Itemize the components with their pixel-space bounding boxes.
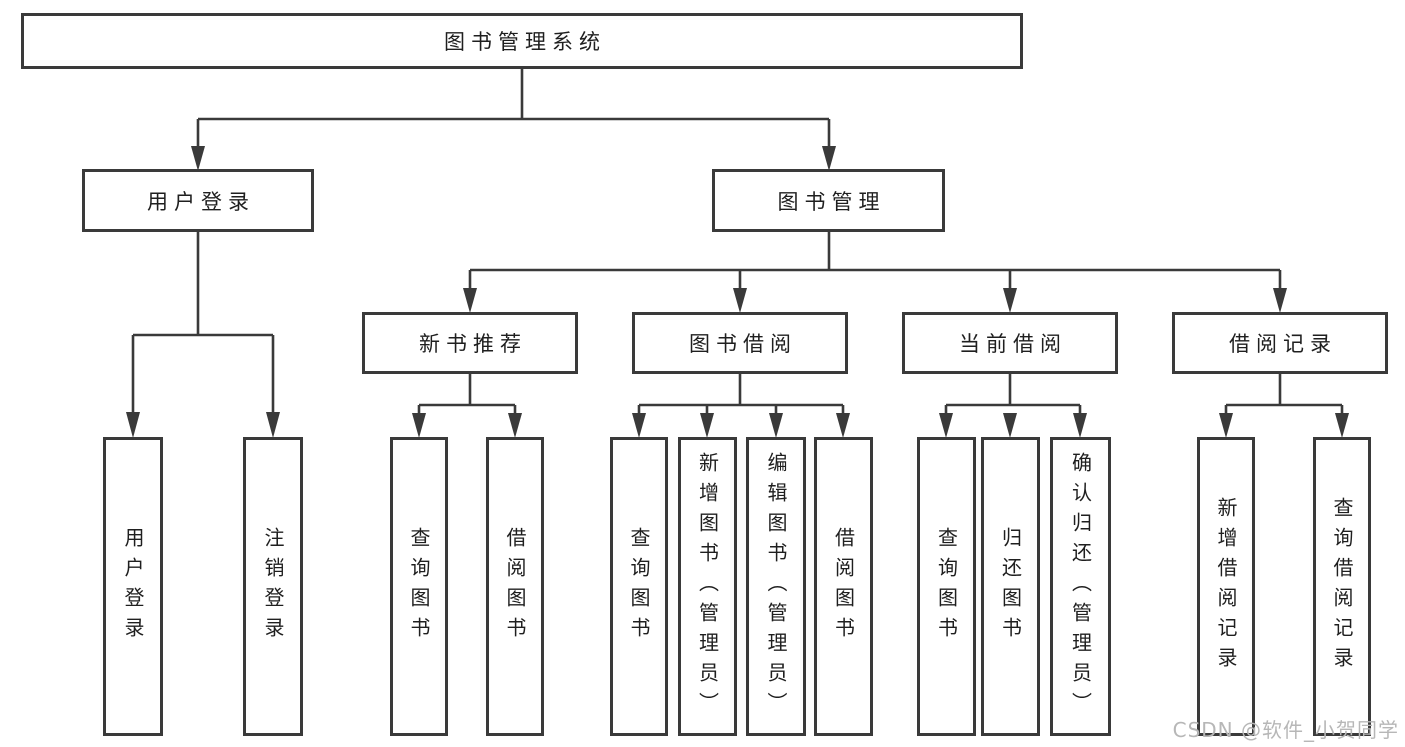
node-borrowing-records: 借阅记录 [1172,312,1388,374]
node-label: 借阅记录 [1229,332,1337,356]
node-label: 确认归还（管理员） [1068,451,1093,722]
leaf-query-books-recommend: 查询图书 [390,437,448,736]
leaf-borrow-books-recommend: 借阅图书 [486,437,544,736]
node-current-borrowing: 当前借阅 [902,312,1118,374]
watermark: CSDN @软件_小贺同学 [1172,718,1399,742]
leaf-query-borrow-record: 查询借阅记录 [1313,437,1371,736]
node-label: 图书管理系统 [444,30,606,54]
node-label: 用户登录 [147,189,255,214]
leaf-confirm-return-admin: 确认归还（管理员） [1050,437,1111,736]
leaf-query-books-current: 查询图书 [917,437,976,736]
leaf-user-login: 用户登录 [103,437,163,736]
leaf-query-books-borrow: 查询图书 [610,437,668,736]
node-label: 查询图书 [627,526,651,647]
node-library-management-system: 图书管理系统 [21,13,1023,69]
node-label: 查询图书 [407,526,431,647]
node-book-borrowing: 图书借阅 [632,312,848,374]
node-label: 图书管理 [777,189,886,214]
node-label: 查询图书 [934,526,959,647]
leaf-logout: 注销登录 [243,437,303,736]
leaf-add-borrow-record: 新增借阅记录 [1197,437,1255,736]
node-label: 当前借阅 [959,332,1067,356]
node-label: 新书推荐 [419,332,527,356]
node-label: 新增图书（管理员） [695,451,720,722]
node-label: 借阅图书 [831,526,856,647]
node-book-management-module: 图书管理 [712,169,945,232]
leaf-edit-books-admin: 编辑图书（管理员） [746,437,806,736]
node-user-login-module: 用户登录 [82,169,314,232]
node-label: 图书借阅 [689,332,797,356]
node-new-book-recommendation: 新书推荐 [362,312,578,374]
node-label: 借阅图书 [503,526,527,647]
node-label: 新增借阅记录 [1214,496,1238,677]
node-label: 编辑图书（管理员） [764,451,788,722]
node-label: 归还图书 [998,526,1023,647]
leaf-add-books-admin: 新增图书（管理员） [678,437,737,736]
leaf-return-books: 归还图书 [981,437,1040,736]
node-label: 用户登录 [121,526,145,647]
node-label: 查询借阅记录 [1330,496,1354,677]
leaf-borrow-books: 借阅图书 [814,437,873,736]
node-label: 注销登录 [261,526,285,647]
